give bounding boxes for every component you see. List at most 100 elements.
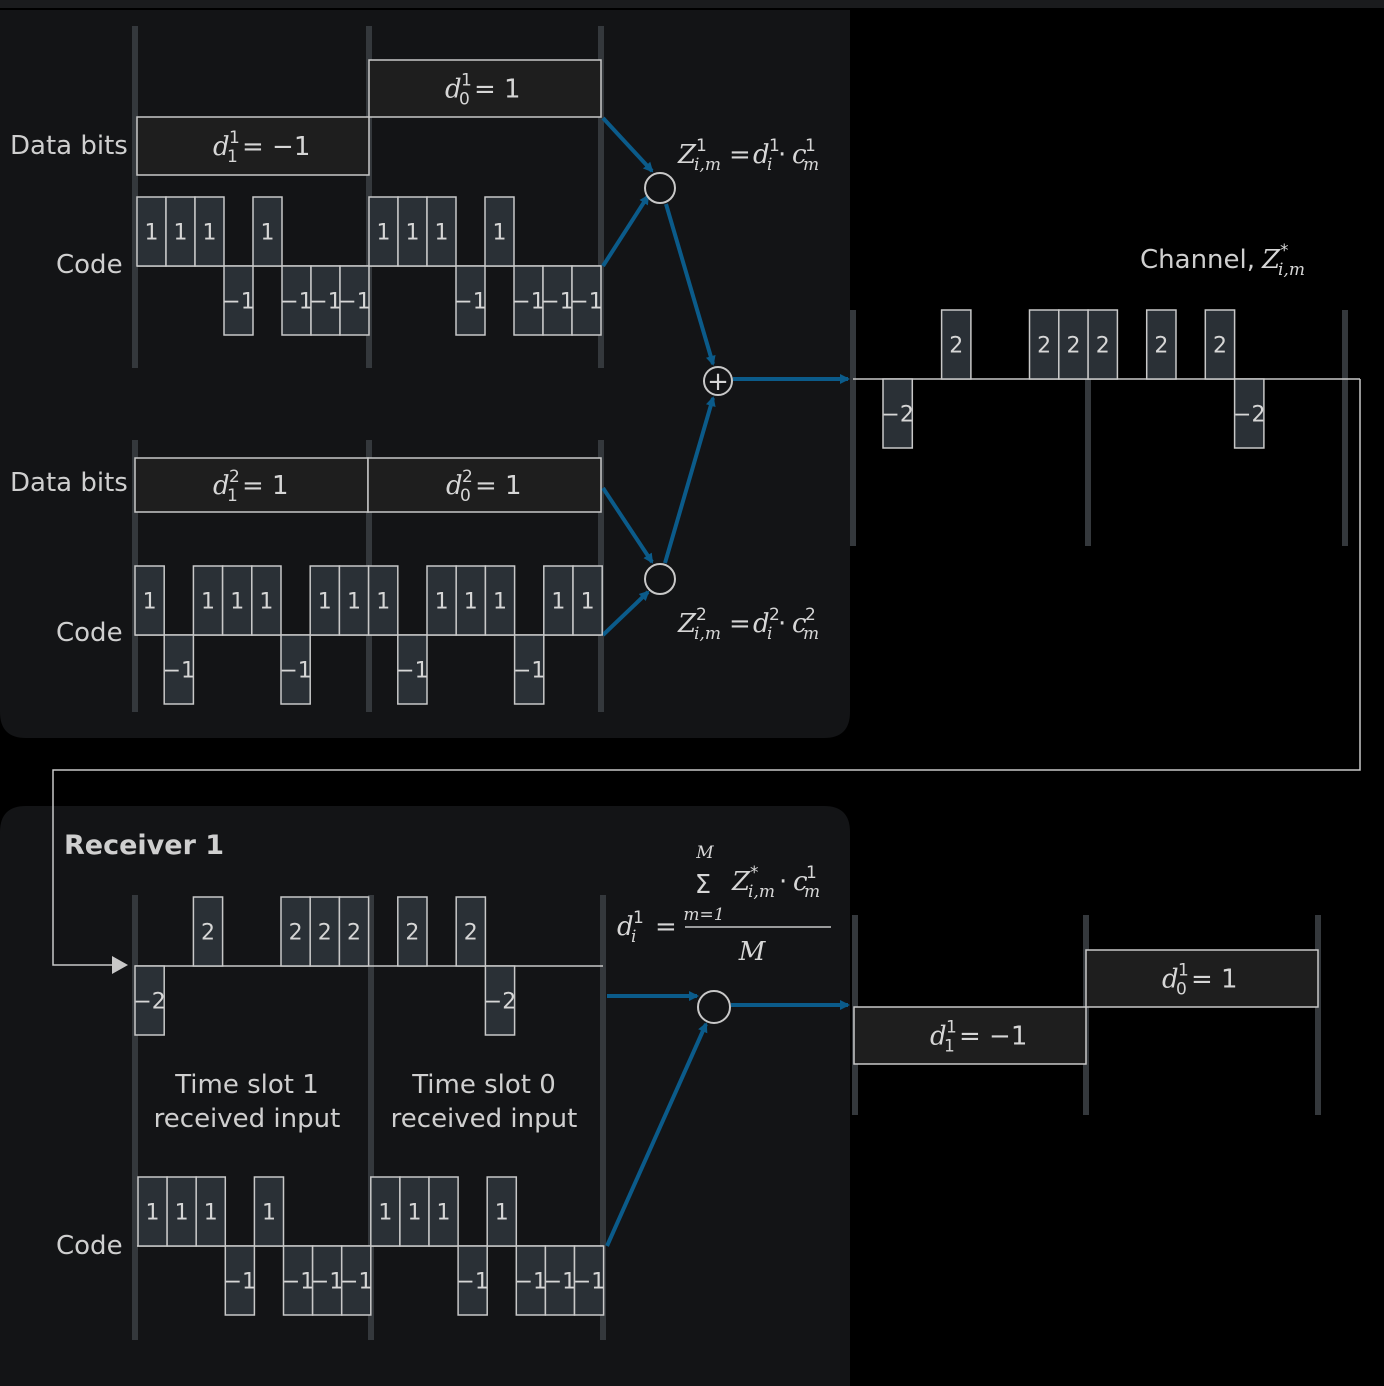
- sender1-code-arrow: [601, 194, 650, 268]
- sender1-formula-dot: ·: [778, 140, 786, 170]
- receiver-code-label: Code: [56, 1231, 123, 1261]
- sender1-chip-label: −1: [570, 290, 602, 315]
- sender2-formula-z-sup: 2: [696, 605, 707, 625]
- sender2-chip-label: 1: [259, 590, 273, 615]
- sender2-formula-c-sup: 2: [805, 605, 816, 625]
- sender1-chip-label: 1: [377, 221, 391, 246]
- sender2-chip-label: 1: [435, 590, 449, 615]
- sender1-formula-eq: =: [729, 140, 751, 170]
- channel-chip-label: 2: [1096, 334, 1110, 359]
- sender2-code-label: Code: [56, 618, 123, 648]
- channel-chip: [1087, 309, 1119, 380]
- channel-chip: [882, 378, 914, 449]
- receiver-input-chip-label: 2: [201, 921, 215, 946]
- sender1-chip: [165, 196, 196, 267]
- channel-slot-line: [1342, 310, 1348, 546]
- sender2-formula-d-sub: i: [767, 624, 772, 644]
- sender2-chip: [543, 565, 574, 636]
- sender2-chip-label: −1: [513, 659, 545, 684]
- sender1-slot-line: [598, 26, 604, 368]
- channel-feedback-line: [52, 379, 1361, 966]
- receiver-code-chip: [311, 1245, 343, 1316]
- sender2-chip-label: 1: [581, 590, 595, 615]
- sender2-chip-label: 1: [376, 590, 390, 615]
- receiver-code-chip-label: 1: [204, 1201, 218, 1226]
- channel-chip-label: 2: [1213, 334, 1227, 359]
- receiver-input-chip-label: −2: [484, 990, 516, 1015]
- receiver-code-chip: [544, 1245, 576, 1316]
- sender1-chip: [339, 265, 370, 336]
- sender1-chip-label: 1: [261, 221, 275, 246]
- receiver-code-chip: [166, 1176, 197, 1247]
- sender2-chip: [280, 634, 311, 705]
- receiver-input-chip-label: 2: [347, 921, 361, 946]
- sender2-formula-c-base: c: [792, 609, 807, 639]
- channel-symbol: Z*i,m: [1261, 241, 1305, 280]
- channel-chip-label: 2: [1066, 334, 1080, 359]
- channel-slot-line: [1085, 310, 1091, 546]
- receiver-code-chip-label: 1: [146, 1201, 160, 1226]
- channel-chip: [1058, 309, 1089, 380]
- receiver-code-chip-label: 1: [175, 1201, 189, 1226]
- sender1-bit-symbol-base: d: [213, 132, 230, 162]
- receiver-formula-z-sup: *: [750, 863, 759, 883]
- sender1-chip-label: 1: [145, 221, 159, 246]
- receiver-output-bit-symbol-sup: 1: [946, 1018, 957, 1038]
- receiver-code-chip: [340, 1245, 372, 1316]
- sender1-chip-label: −1: [338, 290, 370, 315]
- sender2-formula-c-sub: m: [803, 624, 819, 644]
- sender2-chip: [192, 565, 224, 636]
- sender2-chip: [455, 565, 487, 636]
- receiver-code-chip: [515, 1245, 547, 1316]
- receiver-formula-d-sup: 1: [633, 908, 644, 928]
- receiver-code-chip: [399, 1176, 430, 1247]
- sender1-bit-value: = 1: [474, 75, 521, 105]
- receiver-code-chip-label: 1: [262, 1201, 276, 1226]
- sender2-bit-box: [134, 457, 369, 513]
- sender2-chip-label: 1: [143, 590, 157, 615]
- sender2-bit-arrow: [601, 486, 654, 564]
- sender2-formula-d-sup: 2: [769, 605, 780, 625]
- sender1-chip-label: −1: [454, 290, 486, 315]
- receiver-formula-dot: ·: [779, 867, 787, 897]
- receiver-formula-sigma-bottom: m=1: [683, 905, 724, 925]
- channel-chip-label: −2: [1233, 403, 1265, 428]
- sender2-formula-z-base: Z: [677, 609, 697, 639]
- receiver-input-chip: [338, 896, 370, 967]
- sender1-chip: [194, 196, 225, 267]
- channel-chip: [940, 309, 972, 380]
- receiver-slot-line: [368, 895, 374, 1340]
- sender1-multiplier-node: [644, 172, 676, 204]
- sender2-chip-label: 1: [201, 590, 215, 615]
- sender2-chip-label: 1: [551, 590, 565, 615]
- sender2-chip-label: 1: [464, 590, 478, 615]
- receiver-code-chip: [224, 1245, 256, 1316]
- receiver-code-chip: [457, 1245, 488, 1316]
- channel-chip-label: −2: [881, 403, 913, 428]
- receiver-code-chip-label: −1: [340, 1270, 372, 1295]
- receiver-slot-line: [132, 895, 138, 1340]
- channel-symbol-sub: i,m: [1278, 260, 1305, 280]
- sender2-formula-z-sub: i,m: [694, 624, 721, 644]
- sender2-chip-label: 1: [318, 590, 332, 615]
- sender1-formula-z-sub: i,m: [694, 155, 721, 175]
- sender2-chip: [338, 565, 370, 636]
- sender2-bit-symbol-sup: 2: [462, 467, 473, 487]
- channel-chip: [1145, 309, 1177, 380]
- receiver-formula-c-sub: m: [804, 882, 820, 902]
- receiver-code-chip-label: −1: [544, 1270, 576, 1295]
- receiver-formula-z-base: Z: [731, 867, 751, 897]
- sender1-chip: [571, 265, 602, 336]
- receiver-input-chip-label: −2: [133, 990, 165, 1015]
- receiver-output-bit-value: = −1: [959, 1022, 1027, 1052]
- receiver-output-bit-box: [853, 1006, 1087, 1065]
- sender1-formula-d-sup: 1: [769, 136, 780, 156]
- receiver-code-chip-label: 1: [495, 1201, 509, 1226]
- sender2-bit-box: [367, 457, 602, 513]
- sender1-data-bits-label: Data bits: [10, 131, 128, 161]
